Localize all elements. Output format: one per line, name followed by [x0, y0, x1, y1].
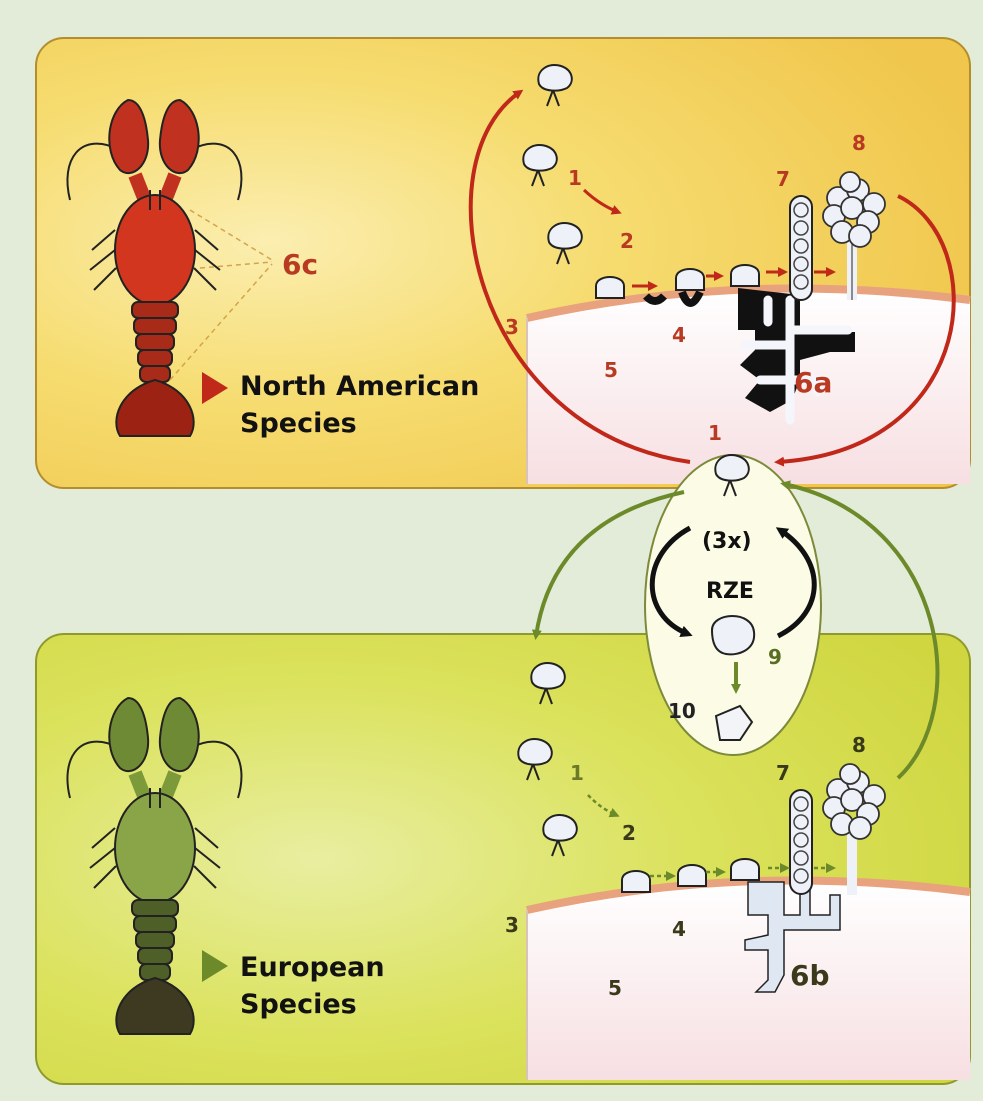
eu-sporangium	[790, 790, 812, 894]
na-label-6a: 6a	[794, 366, 832, 399]
central-label-rze: RZE	[706, 579, 754, 604]
na-species-subtitle: Species	[240, 408, 357, 439]
na-cyst-1	[596, 277, 624, 298]
na-label-7: 7	[776, 167, 790, 191]
eu-label-3: 3	[505, 913, 519, 937]
na-label-6c: 6c	[282, 248, 318, 281]
encysted-spore	[712, 616, 754, 654]
na-label-4: 4	[672, 323, 686, 347]
na-label-1: 1	[568, 166, 582, 190]
na-label-8: 8	[852, 131, 866, 155]
central-label-times: (3x)	[702, 529, 752, 554]
na-label-3: 3	[505, 315, 519, 339]
central-label-9: 9	[768, 645, 782, 669]
eu-cyst-1	[622, 871, 650, 892]
eu-label-4: 4	[672, 917, 686, 941]
eu-species-title: European	[240, 952, 385, 983]
european-panel	[36, 634, 970, 1084]
central-label-1: 1	[708, 421, 722, 445]
central-label-10: 10	[668, 699, 696, 723]
eu-label-1: 1	[570, 761, 584, 785]
na-label-5: 5	[604, 358, 618, 382]
eu-cyst-2	[678, 865, 706, 886]
na-cyst-2	[676, 269, 704, 290]
eu-label-7: 7	[776, 761, 790, 785]
na-cyst-3	[731, 265, 759, 286]
eu-label-5: 5	[608, 976, 622, 1000]
eu-species-subtitle: Species	[240, 989, 357, 1020]
eu-label-8: 8	[852, 733, 866, 757]
eu-cyst-3	[731, 859, 759, 880]
eu-label-2: 2	[622, 821, 636, 845]
na-label-2: 2	[620, 229, 634, 253]
na-sporangium	[790, 196, 812, 300]
na-species-title: North American	[240, 371, 479, 402]
eu-label-6b: 6b	[790, 959, 830, 992]
